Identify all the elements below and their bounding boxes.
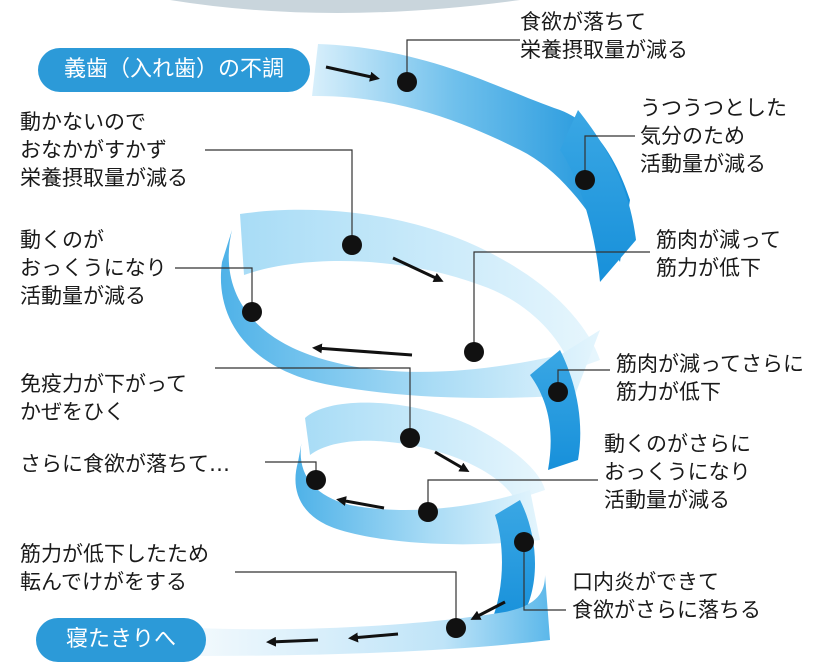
ribbon-top xyxy=(312,44,630,262)
step-9: 動くのがさらに おっくうになり 活動量が減る xyxy=(604,432,751,512)
ribbon-loop2-back xyxy=(305,402,545,500)
ribbon-loop2-front xyxy=(295,440,540,545)
top-arc xyxy=(170,0,520,13)
ribbon-bottom xyxy=(196,575,550,656)
ribbon-right-upper xyxy=(560,110,636,282)
step-7: 免疫力が下がって かぜをひく xyxy=(20,372,187,424)
ribbon-loop1-back xyxy=(240,209,600,370)
ribbon-right-mid xyxy=(530,350,581,470)
step-5: 筋肉が減って 筋力が低下 xyxy=(656,228,781,280)
flow-arrows xyxy=(266,65,506,647)
start-label: 義歯（入れ歯）の不調 xyxy=(38,48,310,92)
end-label: 寝たきりへ xyxy=(36,618,206,662)
step-6: 筋肉が減ってさらに 筋力が低下 xyxy=(616,352,804,404)
step-3: 動かないので おなかがすかず 栄養摂取量が減る xyxy=(20,110,188,190)
step-11: 口内炎ができて 食欲がさらに落ちる xyxy=(572,570,761,622)
step-2: うつうつとした 気分のため 活動量が減る xyxy=(640,96,787,176)
step-1: 食欲が落ちて 栄養摂取量が減る xyxy=(520,10,688,62)
step-10: 筋力が低下したため 転んでけがをする xyxy=(20,542,209,594)
step-8: さらに食欲が落ちて… xyxy=(20,452,230,476)
step-dots xyxy=(242,72,595,638)
step-4: 動くのが おっくうになり 活動量が減る xyxy=(20,228,167,308)
